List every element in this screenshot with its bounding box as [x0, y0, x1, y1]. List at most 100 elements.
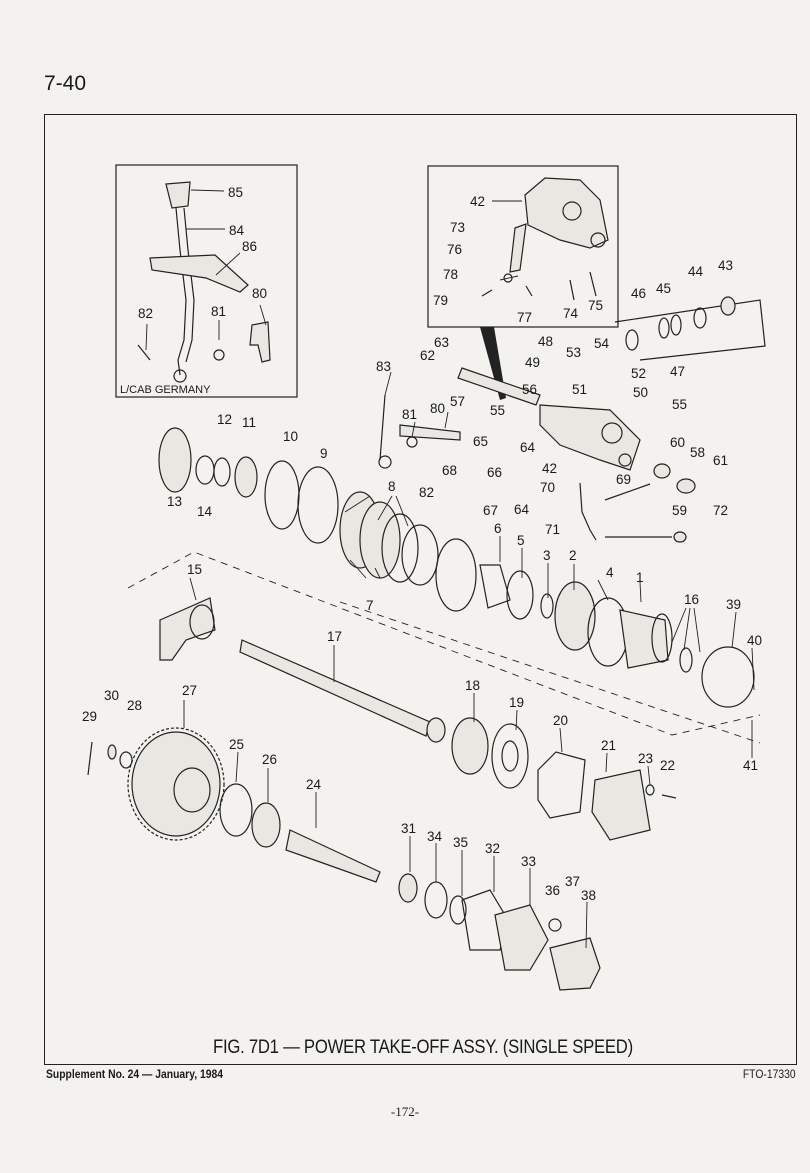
callout-11: 11	[242, 415, 256, 430]
callout-8: 8	[388, 479, 396, 494]
callout-15: 15	[187, 562, 202, 577]
inset-note: L/CAB GERMANY	[120, 384, 211, 396]
callout-50: 50	[633, 385, 648, 400]
shift-lever-assembly	[137, 181, 271, 383]
callout-62: 62	[420, 348, 435, 363]
callout-18: 18	[465, 678, 480, 693]
callout-67: 67	[483, 503, 498, 518]
callout-54: 54	[594, 336, 610, 351]
callout-63: 63	[434, 335, 449, 350]
callout-2: 2	[569, 548, 577, 563]
callout-38: 38	[581, 888, 596, 903]
figure-caption: FIG. 7D1 — POWER TAKE-OFF ASSY. (SINGLE …	[213, 1037, 633, 1058]
callout-55-right: 55	[672, 397, 687, 412]
callout-80-inset: 80	[252, 286, 267, 301]
drive-gear-and-output	[87, 727, 601, 991]
callout-16: 16	[684, 592, 699, 607]
callout-37: 37	[565, 874, 580, 889]
footer-supplement: Supplement No. 24 — January, 1984	[46, 1069, 223, 1081]
callout-33: 33	[521, 854, 536, 869]
callout-56: 56	[522, 382, 537, 397]
footer-reference: FTO-17330	[743, 1069, 796, 1081]
callout-39: 39	[726, 597, 741, 612]
callout-20: 20	[553, 713, 568, 728]
callout-82: 82	[419, 485, 434, 500]
callout-13: 13	[167, 494, 182, 509]
figure-frame	[44, 114, 797, 1065]
callout-86: 86	[242, 239, 257, 254]
callout-51: 51	[572, 382, 587, 397]
callout-45: 45	[656, 281, 671, 296]
callout-12: 12	[217, 412, 232, 427]
callout-30: 30	[104, 688, 119, 703]
callout-80: 80	[430, 401, 445, 416]
callout-71: 71	[545, 522, 560, 537]
callout-28: 28	[127, 698, 142, 713]
callout-19: 19	[509, 695, 524, 710]
callout-49: 49	[525, 355, 540, 370]
callout-24: 24	[306, 777, 322, 792]
callout-84: 84	[229, 223, 245, 238]
callout-81-inset: 81	[211, 304, 226, 319]
callout-69: 69	[616, 472, 631, 487]
callout-64-top: 64	[520, 440, 536, 455]
callout-66: 66	[487, 465, 502, 480]
inset-top-box	[427, 165, 619, 328]
callout-4: 4	[606, 565, 614, 580]
callout-47: 47	[670, 364, 685, 379]
callout-42-inset: 42	[470, 194, 485, 209]
callout-58: 58	[690, 445, 705, 460]
callout-32: 32	[485, 841, 500, 856]
callout-81: 81	[402, 407, 417, 422]
callout-44: 44	[688, 264, 704, 279]
callout-22: 22	[660, 758, 675, 773]
callout-61: 61	[713, 453, 728, 468]
callout-64-bottom: 64	[514, 502, 530, 517]
callout-72: 72	[713, 503, 728, 518]
section-number: 7-40	[44, 72, 87, 95]
callout-5: 5	[517, 533, 525, 548]
callout-73: 73	[450, 220, 465, 235]
valve-assembly	[378, 296, 766, 543]
callout-55-left: 55	[490, 403, 505, 418]
callout-35: 35	[453, 835, 468, 850]
callout-21: 21	[601, 738, 616, 753]
callout-48: 48	[538, 334, 553, 349]
callout-52: 52	[631, 366, 646, 381]
callout-76: 76	[447, 242, 462, 257]
part-labels: 85 84 86 80 82 81 L/CAB GERMANY 42 73 76…	[82, 185, 762, 903]
pto-shaft	[239, 639, 677, 841]
leader-lines	[145, 189, 755, 949]
callout-59: 59	[672, 503, 687, 518]
valve-body-detail	[481, 177, 609, 301]
callout-6: 6	[494, 521, 502, 536]
callout-17: 17	[327, 629, 342, 644]
centreline-1	[127, 551, 761, 736]
clutch-pack	[158, 427, 755, 708]
callout-23: 23	[638, 751, 653, 766]
callout-14: 14	[197, 504, 213, 519]
callout-46: 46	[631, 286, 646, 301]
callout-10: 10	[283, 429, 298, 444]
callout-9: 9	[320, 446, 328, 461]
callout-53: 53	[566, 345, 581, 360]
callout-42: 42	[542, 461, 557, 476]
callout-85: 85	[228, 185, 243, 200]
callout-70: 70	[540, 480, 555, 495]
page-number: -172-	[390, 1104, 420, 1119]
callout-65: 65	[473, 434, 488, 449]
centreline-2	[339, 601, 761, 744]
callout-27: 27	[182, 683, 197, 698]
callout-40: 40	[747, 633, 762, 648]
callout-57: 57	[450, 394, 465, 409]
callout-75: 75	[588, 298, 603, 313]
callout-82-inset: 82	[138, 306, 153, 321]
callout-1: 1	[636, 570, 644, 585]
callout-43: 43	[718, 258, 733, 273]
callout-36: 36	[545, 883, 560, 898]
callout-34: 34	[427, 829, 443, 844]
callout-77: 77	[517, 310, 532, 325]
inset-left-box	[115, 164, 298, 398]
callout-68: 68	[442, 463, 457, 478]
callout-79: 79	[433, 293, 448, 308]
